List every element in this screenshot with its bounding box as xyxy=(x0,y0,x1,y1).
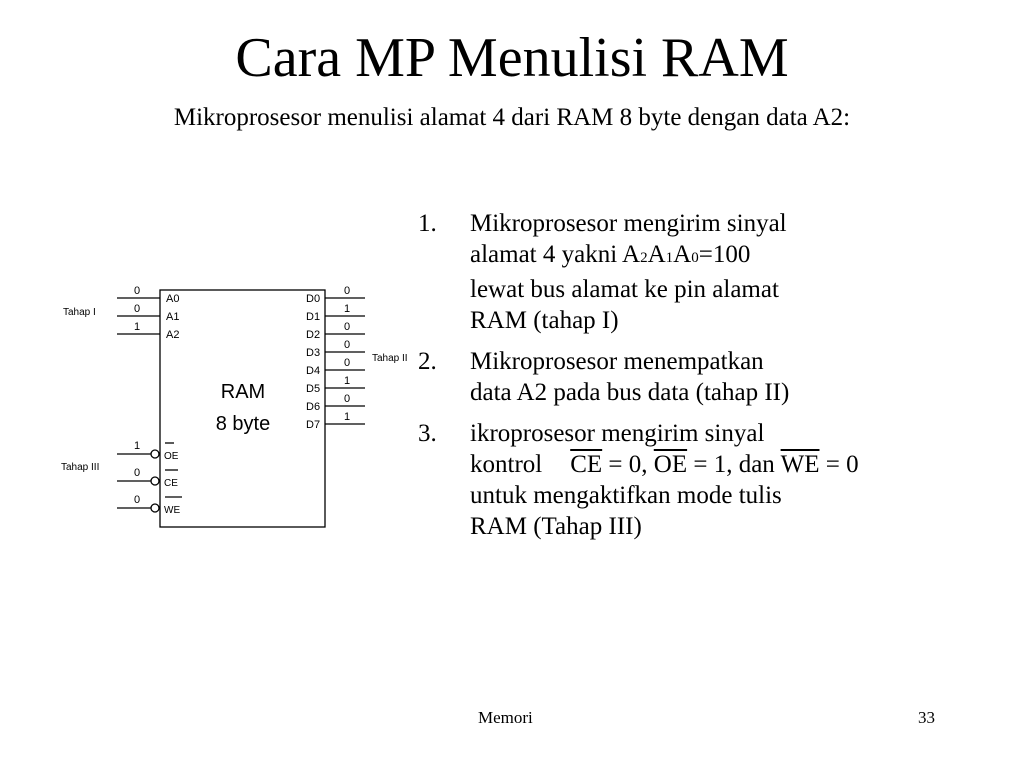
chip-label-size: 8 byte xyxy=(216,413,270,435)
step-2-line-1: Mikroprosesor menempatkan xyxy=(470,348,764,375)
d5-value: 1 xyxy=(344,375,350,387)
pin-a0: A0 xyxy=(166,293,179,305)
steps-list: 1. Mikroprosesor mengirim sinyal alamat … xyxy=(418,208,1018,552)
subscript-2: 2 xyxy=(640,250,648,266)
step-3: 3. ikroprosesor mengirim sinyal kontrol C… xyxy=(418,418,1018,542)
pin-d0: D0 xyxy=(306,293,320,305)
we-inversion-bubble xyxy=(150,503,160,513)
stage-label-address: Tahap I xyxy=(63,307,96,318)
address-a-0: A xyxy=(673,241,692,268)
step-1: 1. Mikroprosesor mengirim sinyal alamat … xyxy=(418,208,1018,336)
oe-value: 1 xyxy=(134,440,140,452)
footer-section-label: Memori xyxy=(478,708,533,727)
subscript-1: 1 xyxy=(665,250,674,266)
pin-a1: A1 xyxy=(166,311,179,323)
pin-oe: OE xyxy=(164,451,179,462)
pin-a2: A2 xyxy=(166,329,179,341)
a1-value: 0 xyxy=(134,303,140,315)
step-1-line-3: lewat bus alamat ke pin alamat xyxy=(470,276,779,303)
ram-diagram: 0 0 1 A0 A1 A2 D0 D1 D2 D3 D4 D5 D6 D7 0… xyxy=(61,285,408,528)
step-3-line-3: untuk mengaktifkan mode tulis xyxy=(470,482,782,509)
step-number: 2. xyxy=(418,348,437,375)
a2-value: 1 xyxy=(134,321,140,333)
oe-inversion-bubble xyxy=(150,449,160,459)
step-1-line-2: alamat 4 yakni A2A1A0=100 xyxy=(470,239,1018,274)
formula-ce: CE xyxy=(570,451,603,478)
slide-subtitle: Mikroprosesor menulisi alamat 4 dari RAM… xyxy=(173,104,851,131)
stage-label-control: Tahap III xyxy=(61,462,99,473)
stage-label-data: Tahap II xyxy=(372,353,408,364)
ce-value: 0 xyxy=(134,467,140,479)
d3-value: 0 xyxy=(344,339,350,351)
control-word: kontrol xyxy=(470,451,543,478)
step-3-line-1: ikroprosesor mengirim sinyal xyxy=(470,420,765,447)
pin-d1: D1 xyxy=(306,311,320,323)
pin-d3: D3 xyxy=(306,347,320,359)
ram-chip-body xyxy=(159,289,326,528)
a0-value: 0 xyxy=(134,285,140,297)
d2-value: 0 xyxy=(344,321,350,333)
pin-we: WE xyxy=(164,505,180,516)
chip-label-name: RAM xyxy=(221,381,265,403)
d7-value: 1 xyxy=(344,411,350,423)
pin-d4: D4 xyxy=(306,365,320,377)
pin-d2: D2 xyxy=(306,329,320,341)
step-3-line-4: RAM (Tahap III) xyxy=(470,513,642,540)
d1-value: 1 xyxy=(344,303,350,315)
d0-value: 0 xyxy=(344,285,350,297)
slide-number: 33 xyxy=(918,708,935,727)
pin-d6: D6 xyxy=(306,401,320,413)
step-1-address-text: alamat 4 yakni A xyxy=(470,241,641,268)
pin-ce: CE xyxy=(164,478,178,489)
step-1-line-4: RAM (tahap I) xyxy=(470,307,619,334)
formula-we: WE xyxy=(780,451,820,478)
step-3-line-2: kontrol CE = 0, OE = 1, dan WE = 0 xyxy=(470,449,1018,480)
formula-oe: OE xyxy=(653,451,688,478)
d4-value: 0 xyxy=(344,357,350,369)
we-value: 0 xyxy=(134,494,140,506)
formula-ce-value: = 0, xyxy=(602,451,654,478)
step-number: 1. xyxy=(418,210,437,237)
subscript-0: 0 xyxy=(691,250,699,266)
address-value: =100 xyxy=(698,241,751,268)
ce-inversion-bubble xyxy=(150,476,160,486)
step-1-line-1: Mikroprosesor mengirim sinyal xyxy=(470,210,787,237)
d6-value: 0 xyxy=(344,393,350,405)
step-number: 3. xyxy=(418,420,437,447)
slide-title: Cara MP Menulisi RAM xyxy=(235,27,789,89)
step-2: 2. Mikroprosesor menempatkan data A2 pad… xyxy=(418,346,1018,408)
step-2-line-2: data A2 pada bus data (tahap II) xyxy=(470,379,790,406)
control-formula: CE = 0, OE = 1, dan WE = 0 xyxy=(570,449,858,480)
formula-oe-value: = 1, dan xyxy=(687,451,781,478)
pin-d5: D5 xyxy=(306,383,320,395)
address-a-1: A xyxy=(647,241,666,268)
pin-d7: D7 xyxy=(306,419,320,431)
formula-we-value: = 0 xyxy=(819,451,859,478)
